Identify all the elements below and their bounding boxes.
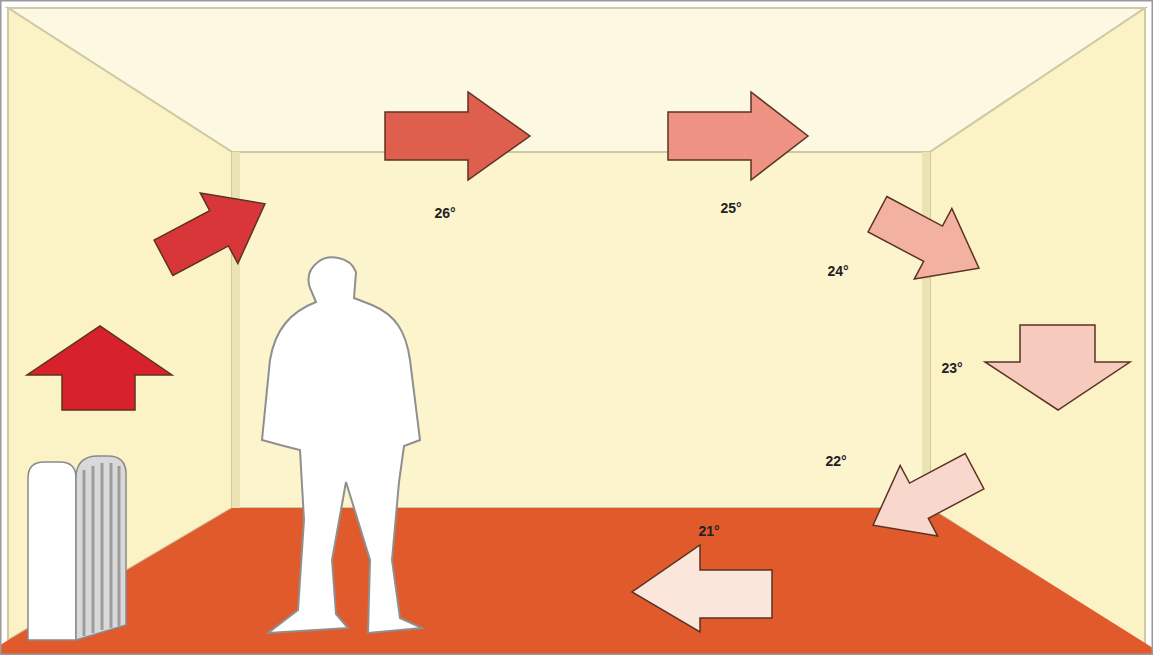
temperature-label: 23° (941, 361, 962, 375)
temperature-label: 24° (827, 264, 848, 278)
cooling-air-arrow (859, 179, 998, 304)
cooling-air-arrow (668, 92, 808, 180)
temperature-label: 22° (825, 454, 846, 468)
floor (0, 508, 1153, 655)
radiator (28, 456, 126, 640)
warm-air-arrow (385, 92, 530, 180)
person-silhouette (262, 257, 422, 633)
cool-air-arrow (632, 545, 772, 632)
warm-air-arrow (27, 326, 172, 410)
temperature-label: 25° (720, 201, 741, 215)
warm-air-arrow (145, 169, 284, 294)
cool-air-arrow (985, 325, 1130, 410)
temperature-label: 21° (698, 524, 719, 538)
wall-edge (922, 152, 930, 508)
cool-air-arrow (854, 436, 993, 561)
temperature-label: 26° (434, 206, 455, 220)
